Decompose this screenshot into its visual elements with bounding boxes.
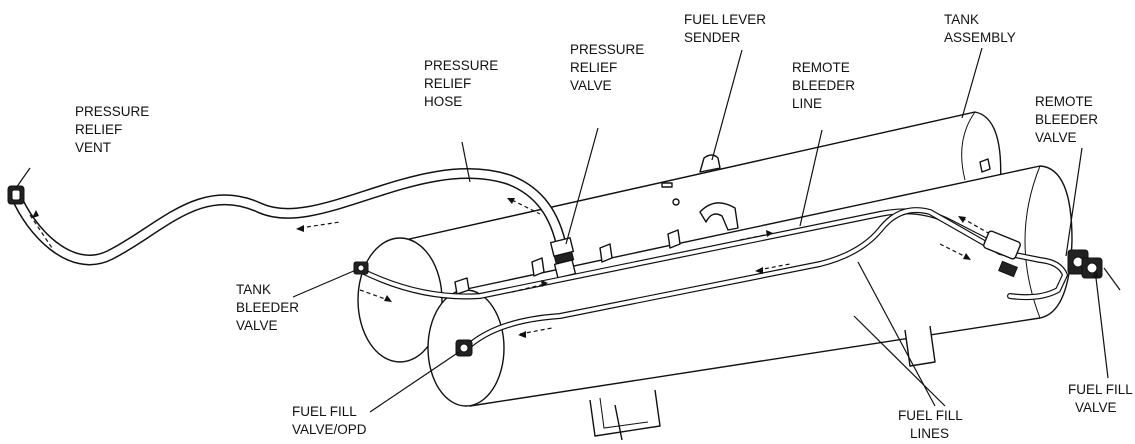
label-fuel-fill-lines: FUEL FILL LINES bbox=[898, 408, 963, 441]
label-line: RELIEF bbox=[570, 60, 617, 75]
label-line: HOSE bbox=[424, 94, 462, 109]
label-remote-bleeder-line: REMOTE BLEEDER LINE bbox=[792, 60, 855, 111]
label-line: RELIEF bbox=[75, 122, 122, 137]
label-fuel-fill-valve: FUEL FILL VALVE bbox=[1068, 382, 1133, 415]
label-fuel-lever-sender: FUEL LEVER SENDER bbox=[684, 12, 766, 45]
label-line: FUEL FILL bbox=[1068, 382, 1133, 397]
mounting-brackets bbox=[454, 158, 991, 295]
label-line: VALVE bbox=[236, 318, 278, 333]
pressure-relief-vent bbox=[7, 185, 25, 205]
label-line: LINE bbox=[792, 96, 822, 111]
label-line: ASSEMBLY bbox=[944, 30, 1016, 45]
label-pressure-relief-vent: PRESSURE RELIEF VENT bbox=[75, 104, 149, 155]
label-line: PRESSURE bbox=[570, 42, 644, 57]
pressure-relief-valve bbox=[549, 237, 577, 279]
label-line: REMOTE bbox=[792, 60, 850, 75]
fuel-fill-lines bbox=[467, 207, 1068, 348]
label-line: BLEEDER bbox=[1035, 112, 1098, 127]
tank-bleeder-valve bbox=[353, 261, 369, 275]
label-line: BLEEDER bbox=[236, 300, 299, 315]
label-line: FUEL LEVER bbox=[684, 12, 766, 27]
fuel-fill-valve-opd bbox=[455, 339, 473, 357]
label-remote-bleeder-valve: REMOTE BLEEDER VALVE bbox=[1035, 94, 1098, 145]
leader-lines bbox=[15, 47, 1121, 413]
label-line: VALVE bbox=[570, 78, 612, 93]
pressure-relief-hose bbox=[10, 168, 568, 266]
label-line: BLEEDER bbox=[792, 78, 855, 93]
label-line: FUEL FILL bbox=[898, 408, 963, 423]
label-line: LINES bbox=[910, 426, 949, 441]
label-fuel-fill-valve-opd: FUEL FILL VALVE/OPD bbox=[292, 404, 367, 437]
label-line: SENDER bbox=[684, 30, 741, 45]
label-line: PRESSURE bbox=[75, 104, 149, 119]
label-line: VENT bbox=[75, 140, 111, 155]
label-line: PRESSURE bbox=[424, 58, 498, 73]
label-line: VALVE bbox=[1075, 400, 1117, 415]
label-line: REMOTE bbox=[1035, 94, 1093, 109]
label-line: RELIEF bbox=[424, 76, 471, 91]
label-pressure-relief-valve: PRESSURE RELIEF VALVE bbox=[570, 42, 644, 93]
remote-bleeder-filter bbox=[983, 230, 1021, 278]
label-line: VALVE/OPD bbox=[292, 422, 367, 437]
tank-support-legs bbox=[589, 325, 936, 441]
label-line: VALVE bbox=[1035, 130, 1077, 145]
tank-end-cap-left bbox=[357, 237, 443, 363]
label-line: TANK bbox=[944, 12, 979, 27]
fuel-fill-valve bbox=[1081, 257, 1103, 279]
label-tank-assembly: TANK ASSEMBLY bbox=[944, 12, 1016, 45]
label-line: FUEL FILL bbox=[292, 404, 357, 419]
label-tank-bleeder-valve: TANK BLEEDER VALVE bbox=[236, 282, 299, 333]
label-line: TANK bbox=[236, 282, 271, 297]
label-pressure-relief-hose: PRESSURE RELIEF HOSE bbox=[424, 58, 498, 109]
